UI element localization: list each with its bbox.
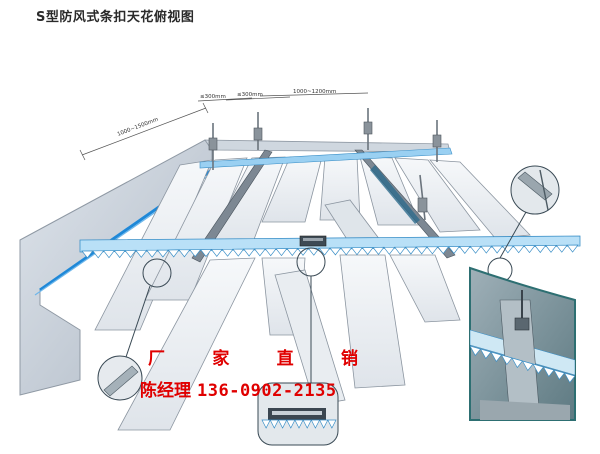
- dim-label-2: ≤300mm: [200, 94, 226, 100]
- dimension-labels: 1000~1500mm ≤300mm ≤300mm 1000~1200mm: [117, 89, 337, 138]
- promo-char-3: 直: [276, 349, 294, 369]
- detail-left: [97, 355, 143, 401]
- contact-phone: 136-0902-2135: [197, 381, 337, 401]
- rear-carrier: [199, 147, 453, 169]
- promo-char-2: 家: [212, 349, 230, 369]
- front-carrier: [79, 235, 581, 259]
- joint-piece: [299, 235, 327, 247]
- detail-bottom: [257, 382, 339, 446]
- promo-contact: 陈经理 136-0902-2135: [140, 376, 337, 401]
- callout-left: [142, 258, 172, 288]
- dim-label-1: 1000~1500mm: [117, 117, 160, 138]
- hanger-clips: [208, 121, 442, 213]
- carrier-beams: [191, 149, 456, 263]
- promo-slogan: 厂 家 直 销: [148, 344, 358, 369]
- dim-label-4: 1000~1200mm: [293, 89, 336, 95]
- detail-top-right: [510, 165, 560, 215]
- promo-char-1: 厂: [148, 349, 165, 369]
- callouts: [124, 204, 531, 385]
- contact-name: 陈经理: [140, 381, 191, 401]
- dimension-lines: [79, 92, 369, 161]
- dim-label-3: ≤300mm: [237, 92, 263, 98]
- promo-char-4: 销: [340, 349, 358, 369]
- detail-corner: [469, 266, 576, 421]
- diagram-title: S型防风式条扣天花俯视图: [36, 10, 195, 25]
